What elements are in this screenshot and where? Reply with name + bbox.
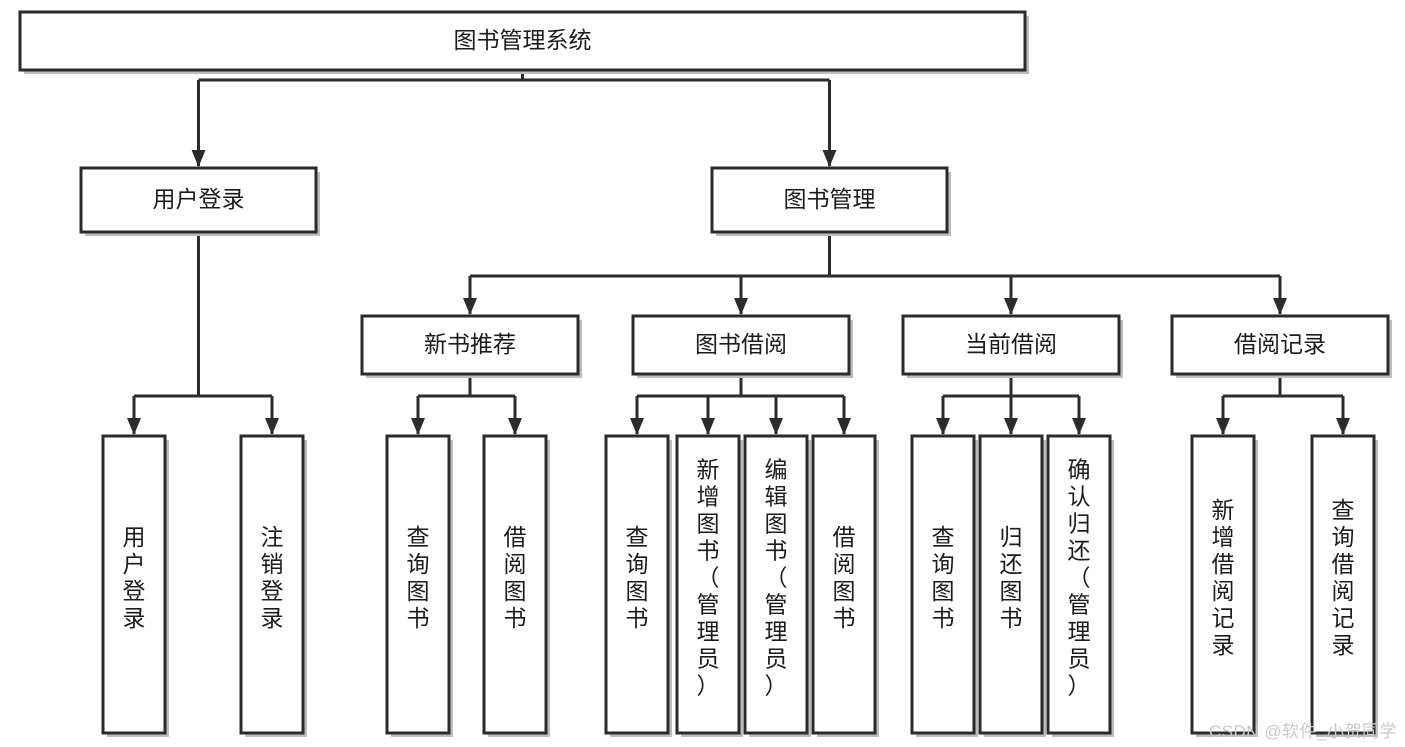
edge-group-root [191, 70, 837, 167]
node-label: 新书推荐 [424, 331, 516, 357]
arrow-head-icon [508, 418, 522, 435]
arrow-head-icon [1004, 298, 1018, 315]
arrow-head-icon [1336, 418, 1350, 435]
node-label: 用户登录 [123, 524, 146, 631]
arrow-head-icon [463, 298, 477, 315]
node-label: 借阅图书 [833, 524, 856, 631]
node-user_login[interactable]: 用户登录 [79, 166, 320, 236]
node-label: 查询借阅记录 [1332, 497, 1355, 658]
edge-group-book_mgmt [463, 232, 1287, 315]
node-label: 新增借阅记录 [1212, 497, 1235, 658]
edge-group-book_borrow [630, 374, 851, 435]
node-label: 图书管理 [784, 186, 876, 212]
node-book_borrow[interactable]: 图书借阅 [631, 314, 853, 378]
node-label: 借阅图书 [504, 524, 527, 631]
node-leaf_query_record[interactable]: 查询借阅记录 [1310, 434, 1378, 737]
arrow-head-icon [127, 418, 141, 435]
node-leaf_query_book_3[interactable]: 查询图书 [910, 434, 978, 737]
node-book_mgmt[interactable]: 图书管理 [710, 166, 951, 236]
node-layer: 图书管理系统用户登录图书管理新书推荐图书借阅当前借阅借阅记录用户登录注销登录查询… [18, 10, 1392, 737]
connector-layer [127, 70, 1350, 435]
node-root[interactable]: 图书管理系统 [18, 10, 1029, 74]
node-label: 注销登录 [261, 524, 284, 631]
node-label: 归还图书 [1000, 524, 1023, 631]
node-leaf_query_book_1[interactable]: 查询图书 [385, 434, 453, 737]
arrow-head-icon [837, 418, 851, 435]
arrow-head-icon [1004, 418, 1018, 435]
node-label: 查询图书 [407, 524, 430, 631]
edge-group-new_book_rec [411, 374, 522, 435]
node-label: 确认归还（管理员） [1068, 457, 1091, 699]
node-label: 编辑图书（管理员） [765, 457, 788, 699]
node-current_borrow[interactable]: 当前借阅 [901, 314, 1123, 378]
arrow-head-icon [769, 418, 783, 435]
arrow-head-icon [411, 418, 425, 435]
edge-group-borrow_record [1216, 374, 1350, 435]
node-label: 查询图书 [932, 524, 955, 631]
node-label: 图书借阅 [695, 331, 787, 357]
arrow-head-icon [701, 418, 715, 435]
node-label: 查询图书 [626, 524, 649, 631]
node-leaf_borrow_book_1[interactable]: 借阅图书 [482, 434, 550, 737]
edge-group-user_login [127, 232, 279, 435]
node-leaf_edit_book[interactable]: 编辑图书（管理员） [743, 434, 811, 737]
arrow-head-icon [630, 418, 644, 435]
node-label: 图书管理系统 [454, 27, 592, 53]
arrow-head-icon [822, 150, 837, 167]
node-borrow_record[interactable]: 借阅记录 [1170, 314, 1392, 378]
node-label: 借阅记录 [1234, 331, 1326, 357]
node-new_book_rec[interactable]: 新书推荐 [360, 314, 582, 378]
node-leaf_user_logout[interactable]: 注销登录 [239, 434, 307, 737]
edge-group-current_borrow [936, 374, 1086, 435]
arrow-head-icon [1273, 298, 1287, 315]
arrow-head-icon [734, 298, 748, 315]
arrow-head-icon [191, 150, 206, 167]
node-leaf_query_book_2[interactable]: 查询图书 [604, 434, 672, 737]
node-leaf_add_book[interactable]: 新增图书（管理员） [675, 434, 743, 737]
node-leaf_return_book[interactable]: 归还图书 [978, 434, 1046, 737]
node-leaf_add_record[interactable]: 新增借阅记录 [1190, 434, 1258, 737]
node-label: 新增图书（管理员） [697, 457, 720, 699]
arrow-head-icon [1216, 418, 1230, 435]
node-leaf_confirm_return[interactable]: 确认归还（管理员） [1046, 434, 1114, 737]
node-leaf_user_login[interactable]: 用户登录 [101, 434, 169, 737]
arrow-head-icon [936, 418, 950, 435]
node-label: 用户登录 [153, 186, 245, 212]
arrow-head-icon [1072, 418, 1086, 435]
node-leaf_borrow_book_2[interactable]: 借阅图书 [811, 434, 879, 737]
node-label: 当前借阅 [965, 331, 1057, 357]
csdn-watermark: CSDN @软件_小贺同学 [1208, 722, 1397, 741]
arrow-head-icon [265, 418, 279, 435]
